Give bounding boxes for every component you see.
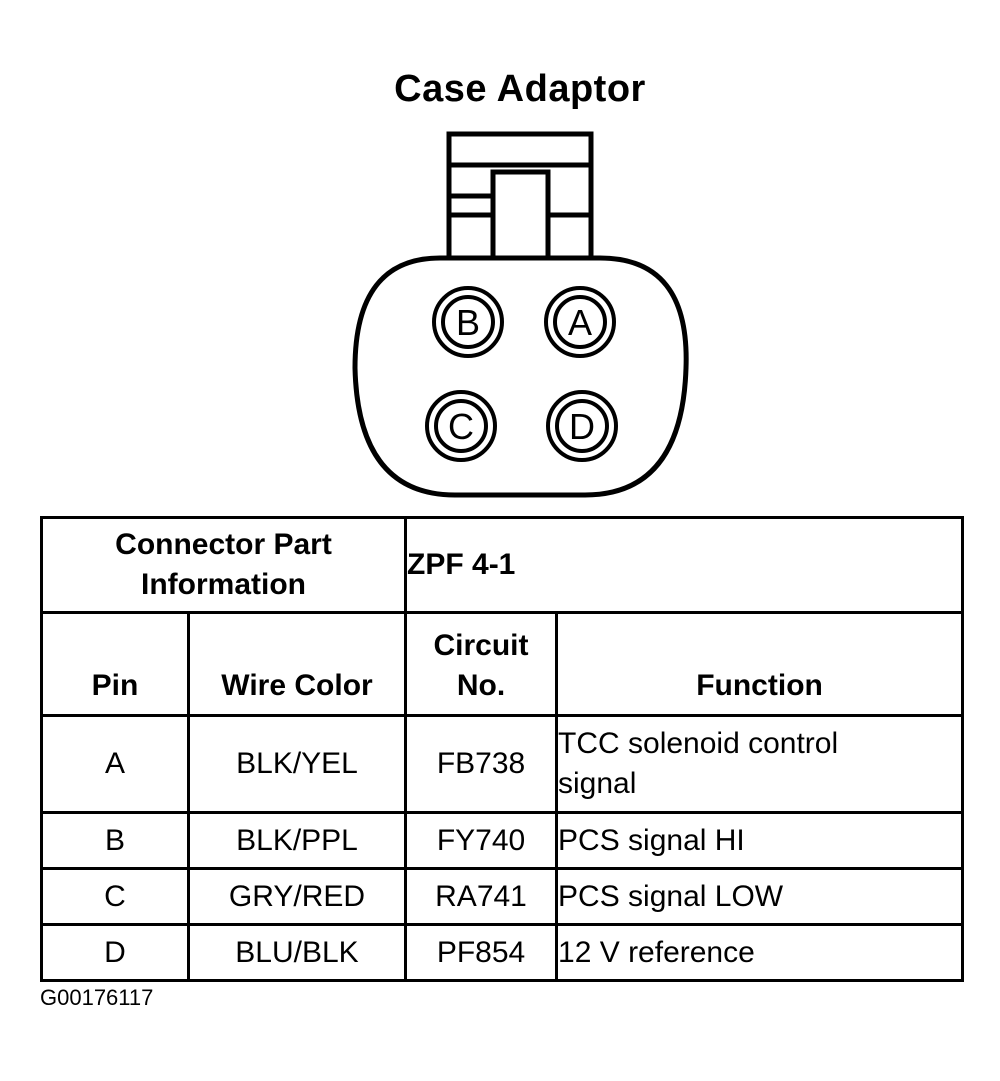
cell-circuit: FY740 [404,811,559,870]
cell-circuit: FB738 [404,714,559,814]
pin-label-c: C [448,406,474,447]
header-function: Function [555,611,965,717]
pin-cavity-d: D [546,390,618,462]
cell-pin: B [40,811,190,870]
part-info-label-line1: Connector Part [115,528,332,561]
cell-wire-color: GRY/RED [186,867,408,926]
cell-function-line2: signal [558,767,637,800]
header-circuit-line2: No. [456,669,506,702]
part-info-row: Connector Part Information ZPF 4-1 [39,516,965,614]
table-row: D BLU/BLK PF854 12 V reference [40,923,965,982]
table-row: C GRY/RED RA741 PCS signal LOW [40,867,965,926]
column-header-row: Pin Wire Color Circuit No. Function [40,611,965,717]
connector-body [352,255,689,498]
cell-wire-color: BLU/BLK [186,923,408,982]
pin-label-d: D [569,406,595,447]
cell-pin: C [40,867,190,926]
diagram-title: Case Adaptor [394,68,646,110]
pin-cavity-a: A [544,286,616,358]
header-circuit-line1: Circuit [433,629,529,662]
pin-cavity-b: B [432,286,504,358]
cell-function: 12 V reference [555,923,965,982]
part-info-label-line2: Information [141,568,306,601]
cell-function: PCS signal LOW [555,867,965,926]
cell-function: TCC solenoid control signal [555,714,965,814]
pin-label-b: B [456,302,480,343]
part-info-value: ZPF 4-1 [404,516,965,614]
header-circuit: Circuit No. [404,611,559,717]
table-row: A BLK/YEL FB738 TCC solenoid control sig… [40,714,965,814]
cell-circuit: PF854 [404,923,559,982]
pinout-table: Connector Part Information ZPF 4-1 Pin W… [39,516,965,982]
part-info-label: Connector Part Information [39,516,408,614]
figure-reference-code: G00176117 [40,985,154,1010]
cell-wire-color: BLK/PPL [186,811,408,870]
pin-label-a: A [568,302,592,343]
header-pin: Pin [40,611,190,717]
connector-face-diagram: B A C D [352,131,689,498]
pin-cavity-c: C [425,390,497,462]
table-row: B BLK/PPL FY740 PCS signal HI [40,811,965,870]
cell-function: PCS signal HI [555,811,965,870]
cell-wire-color: BLK/YEL [186,714,408,814]
cell-function-line1: TCC solenoid control [558,727,839,760]
cell-circuit: RA741 [404,867,559,926]
header-wire-color: Wire Color [186,611,408,717]
cell-pin: D [40,923,190,982]
cell-pin: A [40,714,190,814]
connector-latch [446,131,594,261]
